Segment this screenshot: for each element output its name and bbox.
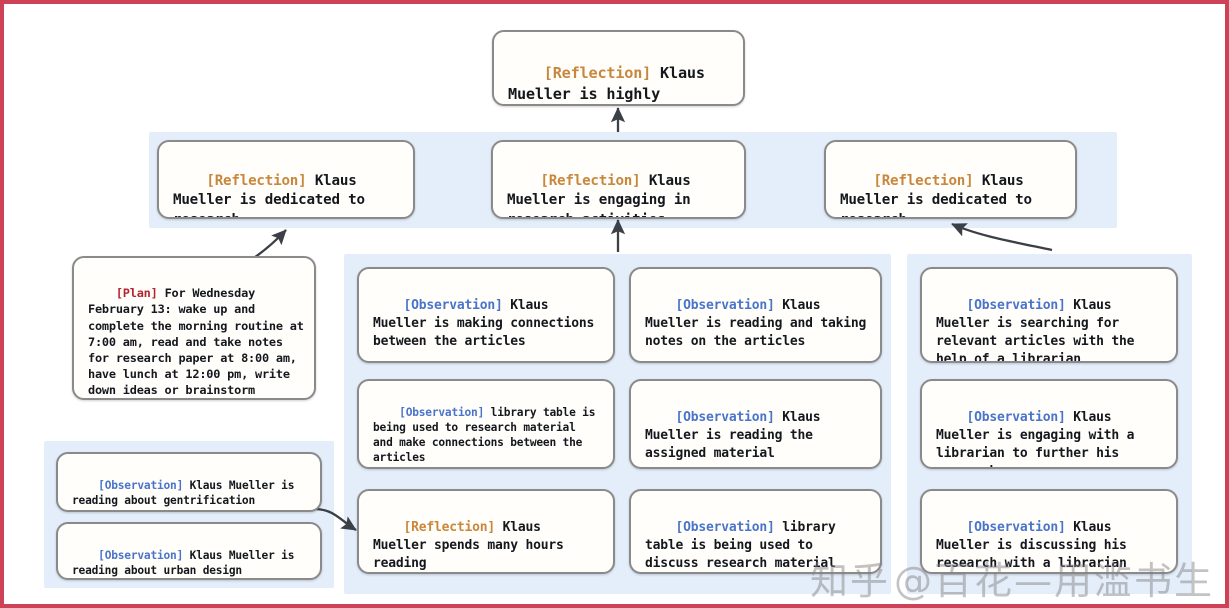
node-plan[interactable]: [Plan] For Wednesday February 13: wake u… [72, 256, 316, 400]
node-tag: [Reflection] [873, 172, 974, 189]
node-left-observation-1[interactable]: [Observation] Klaus Mueller is reading a… [56, 452, 322, 512]
node-tag: [Observation] [966, 519, 1066, 535]
node-text: Klaus Mueller is making connections betw… [373, 297, 602, 349]
node-tag: [Observation] [675, 519, 775, 535]
node-reflection-2[interactable]: [Reflection] Klaus Mueller is engaging i… [491, 140, 746, 219]
node-col2-observation-3[interactable]: [Observation] library table is being use… [629, 489, 882, 574]
node-reflection-3[interactable]: [Reflection] Klaus Mueller is dedicated … [824, 140, 1077, 219]
node-tag: [Reflection] [540, 172, 641, 189]
node-tag: [Observation] [403, 297, 503, 313]
node-text: Klaus Mueller is engaging with a librari… [936, 409, 1135, 467]
node-text: Klaus Mueller is discussing his research… [936, 519, 1135, 571]
node-tag: [Reflection] [403, 519, 496, 535]
node-text: Klaus Mueller is dedicated to research [173, 172, 365, 217]
node-tag: [Plan] [115, 286, 158, 301]
node-reflection-1[interactable]: [Reflection] Klaus Mueller is dedicated … [157, 140, 415, 219]
node-text: Klaus Mueller is searching for relevant … [936, 297, 1142, 363]
node-tag: [Observation] [966, 297, 1066, 313]
node-tag: [Observation] [98, 548, 184, 562]
node-tag: [Observation] [966, 409, 1066, 425]
node-text: library table is being used to research … [373, 405, 602, 464]
node-col1-observation-1[interactable]: [Observation] Klaus Mueller is making co… [357, 267, 615, 363]
node-text: Klaus Mueller is reading and taking note… [645, 297, 874, 349]
node-text: Klaus Mueller is engaging in research ac… [507, 172, 691, 217]
node-tag: [Observation] [675, 409, 775, 425]
node-text: Klaus Mueller is reading about urban des… [72, 548, 301, 577]
node-tag: [Reflection] [206, 172, 307, 189]
node-text: Klaus Mueller is reading the assigned ma… [645, 409, 829, 461]
node-text: Klaus Mueller is highly dedicated to res… [508, 63, 705, 103]
node-tag: [Observation] [98, 478, 184, 492]
node-tag: [Observation] [675, 297, 775, 313]
node-text: Klaus Mueller is dedicated to research [840, 172, 1032, 217]
node-tag: [Observation] [399, 405, 485, 419]
node-col3-observation-3[interactable]: [Observation] Klaus Mueller is discussin… [920, 489, 1178, 574]
node-text: For Wednesday February 13: wake up and c… [88, 286, 304, 398]
node-col3-observation-1[interactable]: [Observation] Klaus Mueller is searching… [920, 267, 1178, 363]
node-text: Klaus Mueller spends many hours reading [373, 519, 572, 571]
node-left-observation-2[interactable]: [Observation] Klaus Mueller is reading a… [56, 522, 322, 580]
node-top-reflection[interactable]: [Reflection] Klaus Mueller is highly ded… [492, 30, 745, 106]
node-col1-reflection[interactable]: [Reflection] Klaus Mueller spends many h… [357, 489, 615, 574]
node-tag: [Reflection] [543, 63, 652, 82]
node-col3-observation-2[interactable]: [Observation] Klaus Mueller is engaging … [920, 379, 1178, 469]
node-col2-observation-2[interactable]: [Observation] Klaus Mueller is reading t… [629, 379, 882, 469]
node-col2-observation-1[interactable]: [Observation] Klaus Mueller is reading a… [629, 267, 882, 363]
node-text: Klaus Mueller is reading about gentrific… [72, 478, 301, 507]
node-col1-observation-2[interactable]: [Observation] library table is being use… [357, 379, 615, 469]
node-text: library table is being used to discuss r… [645, 519, 844, 571]
